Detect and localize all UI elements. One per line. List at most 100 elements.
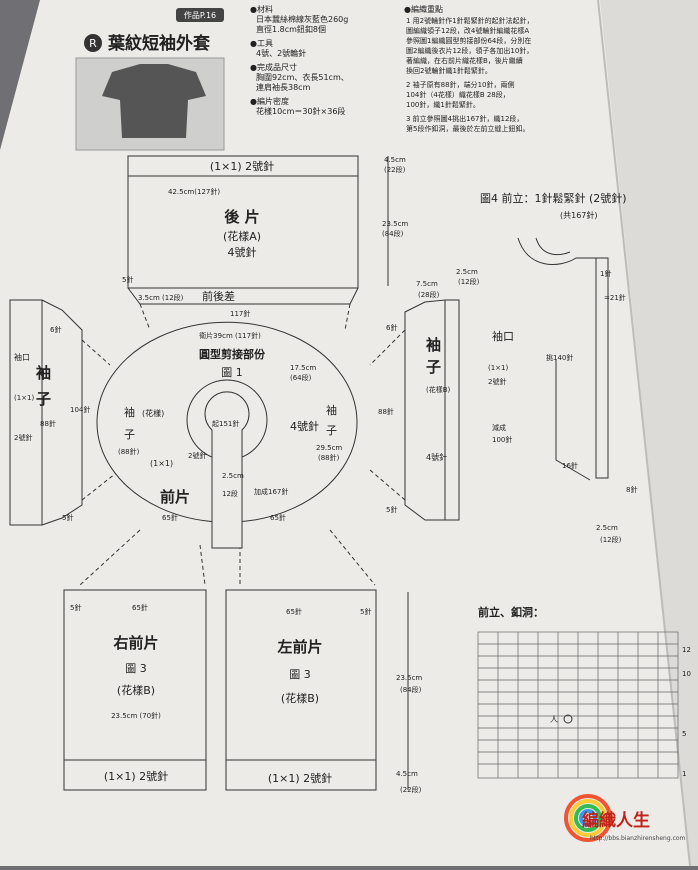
right-sleeve-st88: 88針 <box>378 407 394 416</box>
right-front-st5: 5針 <box>70 603 81 612</box>
chart-row-label: 1 <box>682 770 686 778</box>
yoke-right-sleeve-dim: 29.5cm <box>316 444 342 452</box>
left-sleeve-st104: 104針 <box>70 405 90 414</box>
left-front-st5: 5針 <box>360 607 371 616</box>
instruction-line: 2 袖子原有88針，端分10針，兩側 <box>406 80 515 89</box>
back-diff: 前後差 <box>202 289 235 303</box>
left-sleeve-rib: (1×1) <box>14 394 35 402</box>
back-rib-rows: (22段) <box>384 165 406 174</box>
left-front-height: 23.5cm <box>396 674 422 682</box>
material-buttons: 直徑1.8cm鈕釦8個 <box>256 24 326 34</box>
right-sleeve-title: 袖 <box>426 336 441 354</box>
back-width: 42.5cm(127針) <box>168 187 220 196</box>
right-sleeve-piece <box>404 299 460 521</box>
instruction-line: 圖2編織後衣片12段，領子各加出10針， <box>406 46 533 55</box>
pattern-number: R <box>89 37 97 50</box>
right-front-st65: 65針 <box>132 603 148 612</box>
watermark: 編織人生 http://bbs.bianzhirensheng.com <box>564 794 686 842</box>
instruction-line: 1 用2號輪針作1針鬆緊針的起針法起針， <box>406 16 534 25</box>
yoke-outer: 衛片39cm (117針) <box>199 331 261 340</box>
right-sleeve-width: 7.5cm <box>416 280 438 288</box>
left-sleeve-st88: 88針 <box>40 419 56 428</box>
right-front-fig: 圖 3 <box>125 662 147 675</box>
yoke-st65-right: 65針 <box>270 513 286 522</box>
figure4-st16: 16針 <box>562 461 578 470</box>
figure4-height: 2.5cm <box>596 524 618 532</box>
left-front-rib-height: 4.5cm <box>396 770 418 778</box>
instruction-line: 3 前立參照圖4挑出167針，織12段， <box>406 114 523 123</box>
right-sleeve-pattern: (花樣B) <box>426 385 451 394</box>
tools-heading: ●工具 <box>250 39 273 48</box>
yoke-rib: (1×1) <box>150 459 173 468</box>
yoke-start: 起151針 <box>212 419 239 428</box>
figure4-title: 圖4 前立：1針鬆緊針 (2號針) <box>480 191 627 205</box>
figure4-subtitle: (共167針) <box>560 210 598 220</box>
back-st5: 5針 <box>122 275 133 284</box>
yoke-rib-needle: 2號針 <box>188 451 206 460</box>
right-sleeve-needle: 4號針 <box>426 452 447 462</box>
figure4-height-rows: (12段) <box>600 535 622 544</box>
garment-photo-icon <box>102 64 206 138</box>
yoke-right-sleeve-st: (88針) <box>318 453 340 462</box>
instruction-line: 104針（4花樣）織花樣B 28段， <box>406 90 510 99</box>
right-sleeve-cuff-needle: 2號針 <box>488 377 506 386</box>
size-sleeve: 連肩袖長38cm <box>256 82 311 92</box>
instructions-section: ●編織重點 1 用2號輪針作1針鬆緊針的起針法起針， 圖編織領子12段，改4號輪… <box>404 4 534 133</box>
instruction-line: 參照圖1編織圓型剪接部份64段，分別在 <box>406 36 531 45</box>
left-sleeve-piece <box>9 299 83 526</box>
materials-section: ●材料 日本蠶絲棉線灰藍色260g 直徑1.8cm鈕釦8個 ●工具 4號、2號輪… <box>250 4 349 116</box>
left-sleeve-title-2: 子 <box>36 390 51 408</box>
yoke-increase: 加成167針 <box>254 487 288 496</box>
yoke-left-sleeve: 袖 <box>124 405 135 419</box>
left-sleeve-st5: 5針 <box>62 513 73 522</box>
right-sleeve-width-rows: (28段) <box>418 290 440 299</box>
buttonhole-chart-title: 前立、釦洞： <box>478 605 544 619</box>
right-sleeve-cuff-rows: (12段) <box>458 277 480 286</box>
yoke-st65-left: 65針 <box>162 513 178 522</box>
yoke-neck-height: 2.5cm <box>222 472 244 480</box>
right-front-pattern: (花樣B) <box>117 683 155 697</box>
pattern-title: 葉紋短袖外套 <box>107 33 211 54</box>
buttonhole-yo-icon <box>563 714 573 724</box>
back-rib-label: (1×1) 2號針 <box>210 159 274 173</box>
connector-lines <box>79 303 406 586</box>
instruction-line: 著編織，在右前片織花樣B，後片繼續 <box>406 56 523 65</box>
watermark-url: http://bbs.bianzhirensheng.com <box>590 835 686 842</box>
right-front-width: 23.5cm (70針) <box>111 711 161 720</box>
back-needle: 4號針 <box>228 245 257 259</box>
left-front-rib-rows: (22段) <box>400 785 422 794</box>
source-badge-label: 作品P.16 <box>184 10 216 20</box>
instruction-line: 第5段作釦洞，最後於左前立縫上鈕釦。 <box>406 124 529 133</box>
tools-needles: 4號、2號輪針 <box>256 48 306 58</box>
back-rib-height: 4.5cm <box>384 156 406 164</box>
yoke-right-sleeve-2: 子 <box>326 424 337 437</box>
left-sleeve-title: 袖 <box>36 364 51 382</box>
yoke-left-sleeve-2: 子 <box>124 428 135 441</box>
left-front-rib: (1×1) 2號針 <box>268 771 332 785</box>
right-sleeve-dec: 減成 <box>492 423 506 432</box>
left-front-title: 左前片 <box>276 638 322 656</box>
watermark-text: 編織人生 <box>582 810 650 831</box>
figure4-st21: =21針 <box>604 293 626 302</box>
yoke-right-sleeve: 袖 <box>326 403 337 417</box>
figure4-diagram <box>517 237 609 481</box>
back-title: 後 片 <box>223 208 259 226</box>
figure4-st1: 1針 <box>600 269 611 278</box>
yoke-left-sleeve-st: (88針) <box>118 447 140 456</box>
gauge-value: 花樣10cm＝30針×36段 <box>256 106 345 116</box>
left-sleeve-st6: 6針 <box>50 325 61 334</box>
materials-heading: ●材料 <box>250 4 273 14</box>
back-height: 23.5cm <box>382 220 408 228</box>
size-bust: 胸圍92cm、衣長51cm、 <box>256 72 349 82</box>
yoke-fig: 圖 1 <box>221 366 243 379</box>
right-front-title: 右前片 <box>113 634 158 652</box>
right-sleeve-st6: 6針 <box>386 323 397 332</box>
source-badge <box>176 8 224 22</box>
left-front-st65: 65針 <box>286 607 302 616</box>
left-sleeve-cuff: 袖口 <box>14 352 30 362</box>
left-front-pattern: (花樣B) <box>281 691 319 705</box>
instruction-line: 圖編織領子12段，改4號輪針編織花樣A <box>406 26 529 35</box>
left-front-height-rows: (84段) <box>400 685 422 694</box>
